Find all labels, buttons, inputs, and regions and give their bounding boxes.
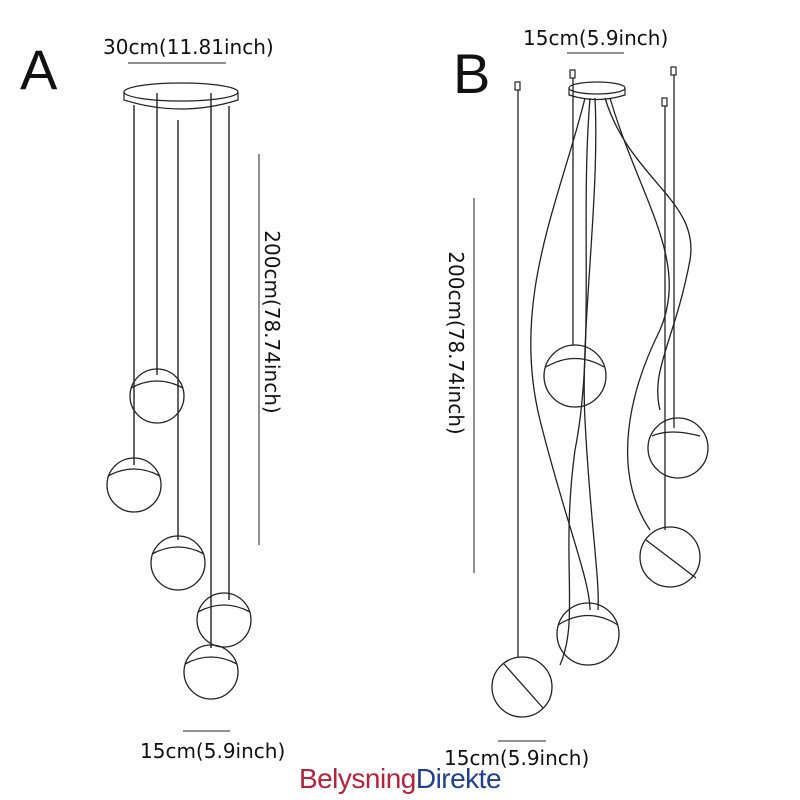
variant-b-bottom-dimension: 15cm(5.9inch)	[444, 746, 590, 770]
brand-logo: BelysningDirekte	[0, 765, 800, 793]
variant-b-height-dimension: 200cm(78.74inch)	[444, 251, 468, 435]
brand-part2: Direkte	[415, 763, 502, 794]
variant-b-globes	[491, 344, 709, 718]
variant-b-wavy-cables	[530, 97, 692, 666]
variant-b-drawing	[473, 52, 709, 742]
variant-a-cables	[133, 93, 230, 648]
variant-a-drawing	[106, 62, 260, 732]
variant-b-top-dimension: 15cm(5.9inch)	[523, 26, 669, 50]
globe-a4	[196, 592, 252, 648]
globe-b5	[491, 656, 553, 718]
globe-a1	[129, 368, 185, 424]
brand-part1: Belysning	[298, 763, 416, 794]
globe-a5	[183, 644, 239, 700]
globe-b3	[639, 526, 701, 588]
globe-b4	[556, 602, 620, 666]
globe-b2	[647, 417, 709, 479]
variant-a-globes	[106, 368, 252, 700]
variant-a-top-dimension: 30cm(11.81inch)	[103, 35, 274, 59]
variant-a-height-dimension: 200cm(78.74inch)	[260, 230, 284, 414]
variant-a-bottom-dimension: 15cm(5.9inch)	[140, 739, 286, 763]
globe-a3	[150, 535, 206, 591]
globe-b1	[543, 344, 607, 408]
variant-a-canopy	[123, 82, 239, 110]
variant-a-label: A	[20, 38, 58, 101]
variant-b-label: B	[453, 42, 491, 105]
globe-a2	[106, 457, 162, 513]
variant-b-canopy	[568, 81, 626, 101]
